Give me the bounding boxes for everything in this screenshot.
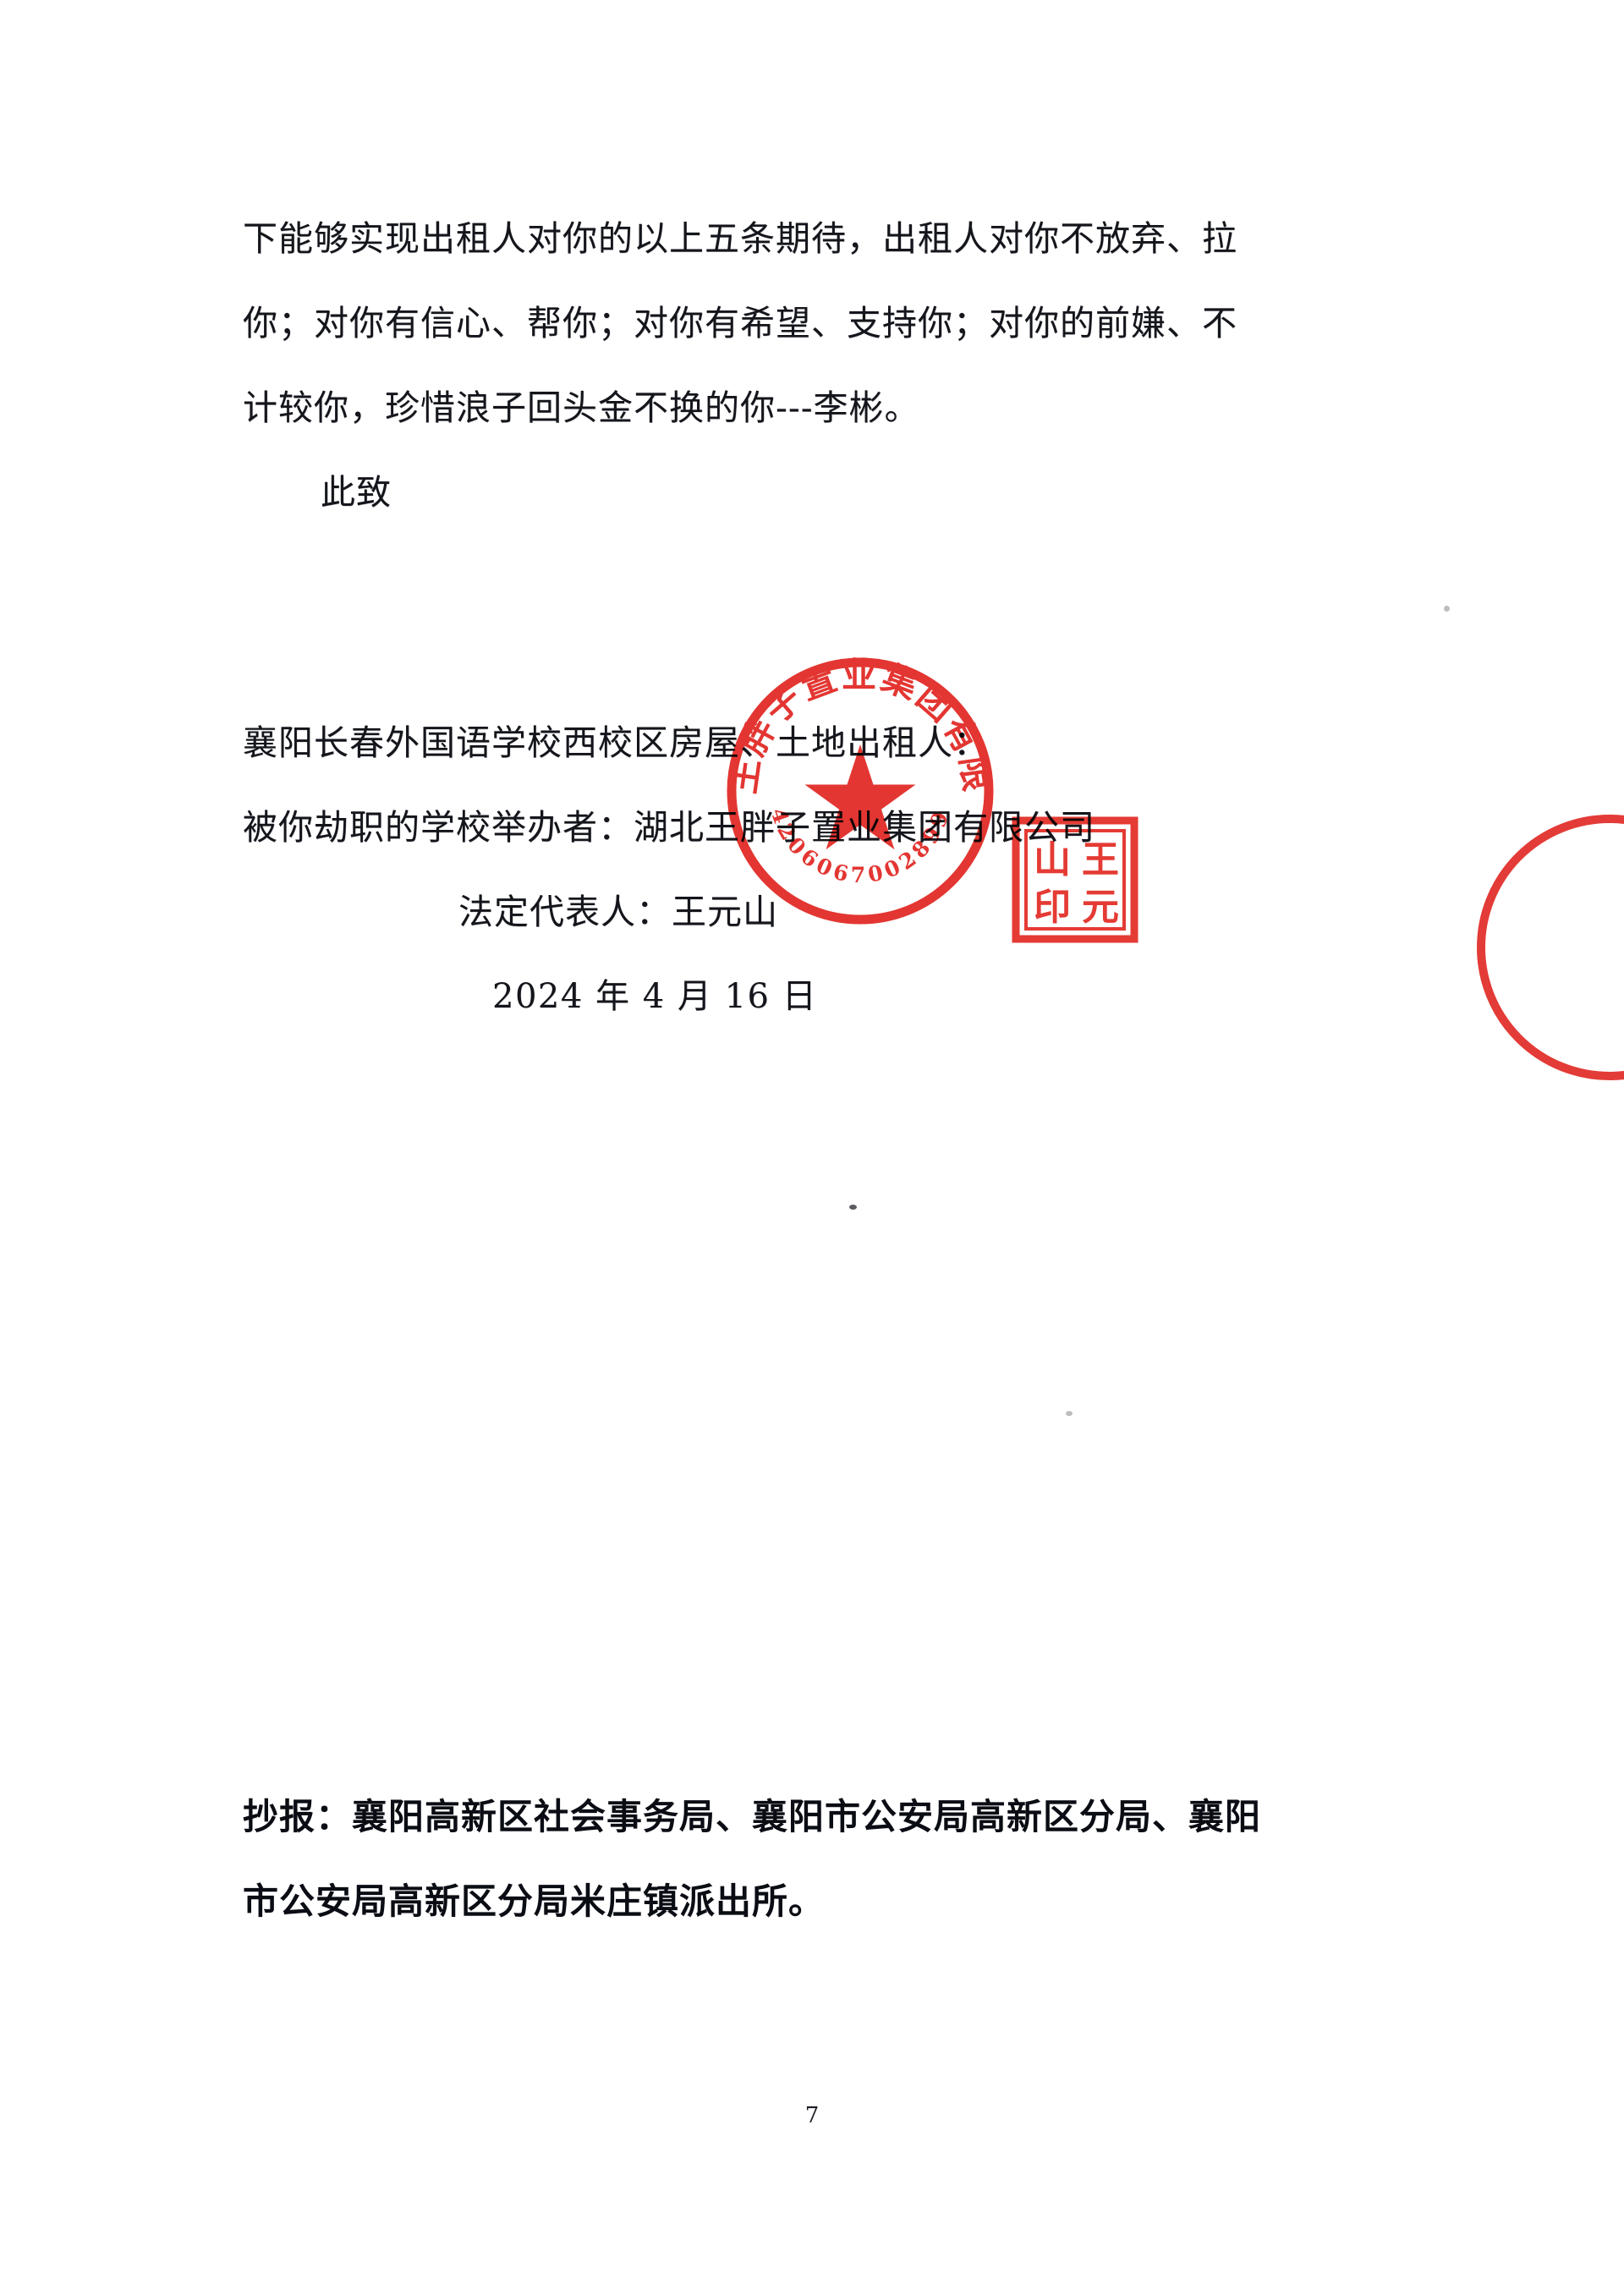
partial-edge-seal: 限公司	[1470, 808, 1624, 1087]
body-line-2: 你；对你有信心、帮你；对你有希望、支持你；对你的前嫌、不	[243, 303, 1237, 343]
organizer-line: 被你劫职的学校举办者：湖北王胖子置业集团有限公司	[243, 807, 1095, 848]
scan-speck	[1066, 1411, 1073, 1416]
signature-block: 襄阳长春外国语学校西校区房屋、土地出租人： 被你劫职的学校举办者：湖北王胖子置业…	[243, 700, 1469, 1039]
letter-body: 下能够实现出租人对你的以上五条期待，出租人对你不放弃、拉 你；对你有信心、帮你；…	[243, 196, 1410, 535]
cc-line-1: 抄报：襄阳高新区社会事务局、襄阳市公安局高新区分局、襄阳	[243, 1796, 1262, 1837]
scan-speck	[849, 1205, 857, 1210]
carbon-copy-block: 抄报：襄阳高新区社会事务局、襄阳市公安局高新区分局、襄阳 市公安局高新区分局米庄…	[243, 1775, 1427, 1944]
signature-date: 2024 年 4 月 16 日	[492, 977, 818, 1016]
scan-speck	[1444, 606, 1450, 612]
lessor-line: 襄阳长春外国语学校西校区房屋、土地出租人：	[243, 722, 989, 763]
body-line-1: 下能够实现出租人对你的以上五条期待，出租人对你不放弃、拉	[243, 218, 1237, 259]
closing-salutation: 此致	[321, 472, 392, 513]
page-number: 7	[804, 2103, 820, 2128]
cc-line-2: 市公安局高新区分局米庄镇派出所。	[243, 1880, 826, 1922]
legal-representative-line: 法定代表人：王元山	[458, 892, 778, 932]
body-line-3: 计较你，珍惜浪子回头金不换的你---李彬。	[243, 387, 920, 428]
